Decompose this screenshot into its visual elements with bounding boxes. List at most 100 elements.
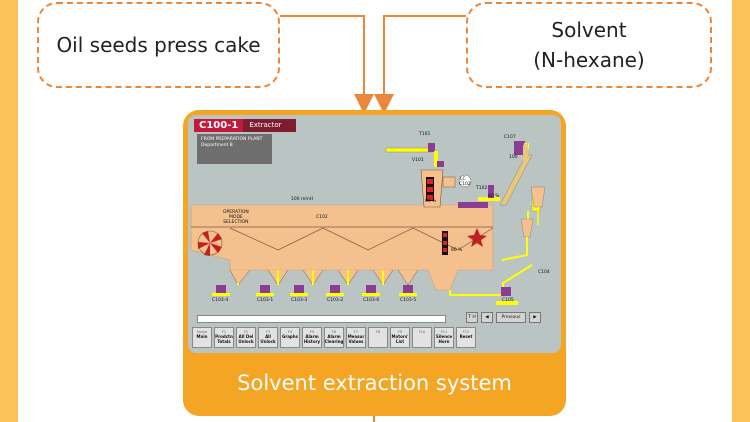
solvent-name: (N-hexane): [533, 48, 645, 72]
fixed-value: 100: [509, 155, 518, 160]
fkey-f8-button[interactable]: F8: [368, 327, 388, 348]
pct-readout: 80 %: [425, 199, 436, 204]
bed-height-unit: mmH: [301, 197, 314, 202]
bed-height-value: 100: [291, 197, 300, 202]
nav-strip: T H ◀ Previous ▶: [466, 312, 541, 323]
tag-c103-1: C103-1: [257, 298, 274, 303]
tag-t101: T101: [419, 132, 431, 137]
fkey-label: All Unlock: [260, 334, 276, 344]
fkey-number: F3: [265, 330, 271, 334]
solvent-label: Solvent: [551, 18, 627, 42]
tag-c102: C102: [459, 182, 471, 187]
feed-label: Oil seeds press cake: [56, 33, 261, 57]
fkey-number: F9: [397, 330, 403, 334]
fkey-label: Measur Values: [347, 334, 365, 344]
tag-c103-4: C103-4: [212, 298, 229, 303]
hmi-title: C100-1 Extractor: [194, 119, 296, 132]
fkey-f10-button[interactable]: F10: [412, 327, 432, 348]
tag-lc: LC: [460, 177, 466, 182]
fkey-number: F1: [221, 330, 227, 334]
fkey-label: All Del Unlock: [238, 334, 254, 344]
hmi-screen: C100-1 Extractor FROM PREPARATION PLANT …: [188, 115, 561, 353]
fkey-label: Alarm Clearing: [324, 334, 344, 344]
nav-prev-arrow-button[interactable]: ◀: [481, 312, 493, 323]
fkey-number: F8: [375, 330, 381, 334]
star-valve-icon: [467, 228, 487, 247]
mode-selection-label: OPERATION MODE SELECTION: [223, 210, 249, 225]
extractor-card: C100-1 Extractor FROM PREPARATION PLANT …: [183, 110, 566, 416]
valve-tag: V101: [412, 158, 424, 163]
mode-label-line: SELECTION: [223, 220, 249, 225]
mode-label-line: OPERATION: [223, 210, 249, 215]
fkey-number: F2: [243, 330, 249, 334]
hmi-name: Extractor: [243, 119, 296, 132]
fkey-label: Prodctn Totals: [215, 334, 233, 344]
tag-c104: C104: [538, 270, 550, 275]
tag-c103-2: C103-2: [327, 298, 344, 303]
level-controller: [458, 174, 472, 188]
pct-value: 80: [425, 199, 431, 204]
extractor-tag: C102: [316, 215, 328, 220]
fkey-label: Main: [196, 334, 208, 339]
fkey-number: F10: [418, 330, 426, 334]
fkey-label: Reset: [459, 334, 473, 339]
info-line: FROM PREPARATION PLANT: [201, 137, 263, 142]
status-bar: [197, 315, 446, 323]
hmi-id: C100-1: [194, 119, 244, 132]
fkey-label: Silence Horn: [435, 334, 453, 344]
fkey-label: Alarm History: [303, 334, 321, 344]
motor-c105: [501, 287, 511, 296]
cyclone-lower: [520, 218, 534, 238]
pct-value: 80: [451, 248, 457, 253]
fkey-number: F12: [462, 330, 470, 334]
extractor-tank: [190, 204, 494, 291]
fkey-number: F7: [353, 330, 359, 334]
info-line: Department B: [201, 143, 233, 148]
tag-c103-5: C103-5: [400, 298, 417, 303]
fkey-number: F4: [287, 330, 293, 334]
info-box: FROM PREPARATION PLANT Department B: [197, 134, 272, 164]
nav-previous-button[interactable]: Previous: [496, 312, 526, 323]
tag-c103-6: C103-6: [363, 298, 380, 303]
motor-t101: [428, 143, 435, 152]
tag-c105: C105: [502, 298, 514, 303]
drive-wheel-icon: [197, 230, 223, 256]
tag-c103-3: C103-3: [291, 298, 308, 303]
pct-unit: %: [495, 194, 500, 199]
pct-unit: %: [458, 248, 463, 253]
fkey-number: F6: [331, 330, 337, 334]
fkey-number: F11: [440, 330, 448, 334]
feed-input-box: Oil seeds press cake: [37, 2, 280, 88]
fkey-label: Motors' List: [391, 334, 409, 344]
extractor-caption: Solvent extraction system: [237, 371, 512, 395]
tag-c107: C107: [504, 135, 516, 140]
cyclone-upper: [530, 186, 546, 208]
process-diagram: [190, 141, 546, 305]
tag-t102: T102: [476, 186, 488, 191]
solvent-input-box: Solvent (N-hexane): [466, 2, 712, 88]
nav-next-arrow-button[interactable]: ▶: [529, 312, 541, 323]
bottom-motors: [212, 285, 417, 296]
mode-label-line: MODE: [229, 215, 243, 220]
nav-home-button[interactable]: T H: [466, 312, 478, 323]
fkey-label: Graphs: [281, 334, 299, 339]
motor-c107: [514, 141, 525, 155]
pct-readout: 80 %: [488, 194, 499, 199]
pct-readout: 80 %: [451, 248, 462, 253]
fkey-number: Home: [196, 330, 208, 334]
pct-unit: %: [432, 199, 437, 204]
bed-height: 100 mmH: [291, 197, 313, 202]
fkey-number: F5: [309, 330, 315, 334]
